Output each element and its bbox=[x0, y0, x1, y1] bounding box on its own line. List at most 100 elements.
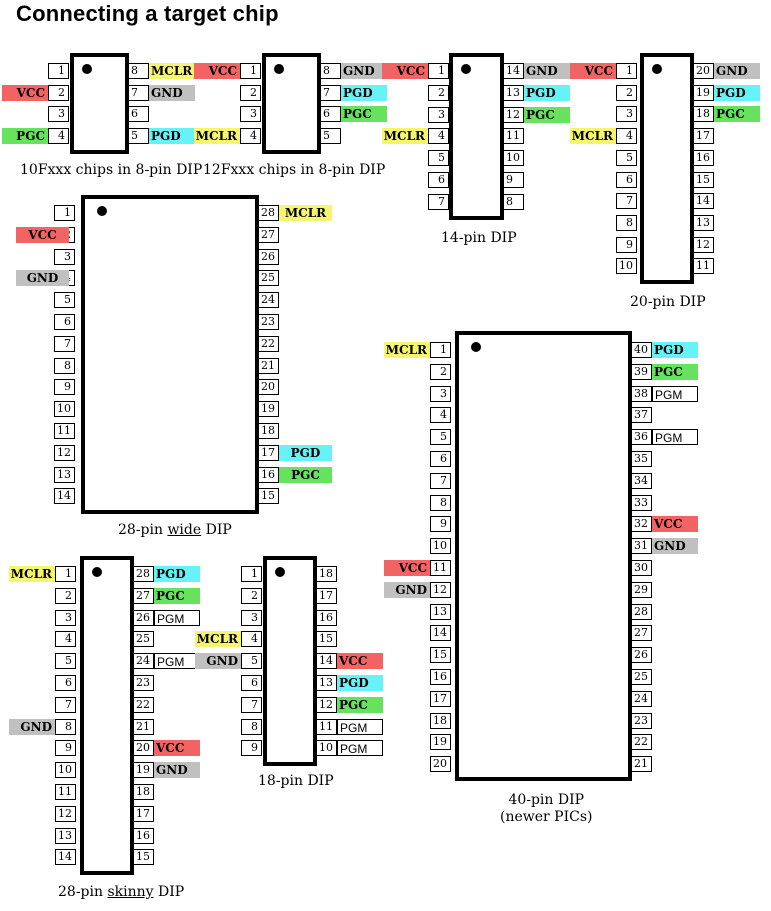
pin-14: 14 bbox=[430, 625, 451, 641]
signal-mclr-pin-1: MCLR bbox=[384, 342, 430, 358]
pin-7: 7 bbox=[54, 336, 75, 352]
pin-1: 1 bbox=[616, 63, 637, 79]
pin-8: 8 bbox=[503, 194, 524, 210]
pin-19: 19 bbox=[430, 734, 451, 750]
pin-5: 5 bbox=[128, 128, 149, 144]
signal-vcc-pin-2: VCC bbox=[16, 227, 69, 243]
pin-24: 24 bbox=[631, 691, 652, 707]
chip-body-p8b bbox=[262, 53, 321, 154]
chip-body-p18 bbox=[263, 556, 317, 766]
pin-23: 23 bbox=[258, 314, 279, 330]
pin-2: 2 bbox=[241, 588, 262, 604]
pin-14: 14 bbox=[693, 193, 714, 209]
pin-25: 25 bbox=[631, 669, 652, 685]
signal-pgc-pin-4: PGC bbox=[2, 128, 48, 144]
pin-9: 9 bbox=[616, 237, 637, 253]
pin-8: 8 bbox=[241, 719, 262, 735]
pin-6: 6 bbox=[428, 172, 449, 188]
pin-3: 3 bbox=[55, 610, 76, 626]
signal-pgc-pin-12: PGC bbox=[337, 697, 383, 713]
pin-23: 23 bbox=[133, 675, 154, 691]
pin-3: 3 bbox=[240, 106, 261, 122]
pin-6: 6 bbox=[430, 451, 451, 467]
pin-32: 32 bbox=[631, 516, 652, 532]
pin-6: 6 bbox=[320, 106, 341, 122]
signal-vcc-pin-14: VCC bbox=[337, 653, 383, 669]
pin-19: 19 bbox=[258, 401, 279, 417]
pin1-dot bbox=[82, 64, 92, 74]
pin-11: 11 bbox=[316, 719, 337, 735]
pin-27: 27 bbox=[631, 625, 652, 641]
pin1-dot bbox=[652, 64, 662, 74]
pin-22: 22 bbox=[631, 734, 652, 750]
signal-gnd-pin-12: GND bbox=[384, 582, 430, 598]
pin-15: 15 bbox=[133, 849, 154, 865]
pin-21: 21 bbox=[631, 756, 652, 772]
pin-13: 13 bbox=[55, 828, 76, 844]
pin-17: 17 bbox=[316, 588, 337, 604]
pin-5: 5 bbox=[430, 429, 451, 445]
pin-16: 16 bbox=[430, 669, 451, 685]
pin-19: 19 bbox=[693, 85, 714, 101]
pin-17: 17 bbox=[258, 445, 279, 461]
pin-4: 4 bbox=[428, 128, 449, 144]
pin-27: 27 bbox=[133, 588, 154, 604]
pin1-dot bbox=[97, 206, 107, 216]
pin-4: 4 bbox=[55, 631, 76, 647]
pin-18: 18 bbox=[133, 784, 154, 800]
pin-24: 24 bbox=[258, 292, 279, 308]
pin-29: 29 bbox=[631, 582, 652, 598]
pin-8: 8 bbox=[128, 63, 149, 79]
caption-p8b: 12Fxxx chips in 8-pin DIP bbox=[203, 162, 386, 178]
pin-10: 10 bbox=[54, 401, 75, 417]
pin-24: 24 bbox=[133, 653, 154, 669]
pin-21: 21 bbox=[258, 358, 279, 374]
pin-8: 8 bbox=[430, 495, 451, 511]
pin-10: 10 bbox=[55, 762, 76, 778]
pin-6: 6 bbox=[55, 675, 76, 691]
signal-pgd-pin-5: PGD bbox=[149, 128, 195, 144]
chip-body-p20 bbox=[640, 53, 694, 284]
pin-17: 17 bbox=[133, 806, 154, 822]
signal-gnd-pin-8: GND bbox=[9, 719, 55, 735]
pin-31: 31 bbox=[631, 538, 652, 554]
pin-13: 13 bbox=[503, 85, 524, 101]
pin-6: 6 bbox=[616, 172, 637, 188]
chip-body-p14 bbox=[449, 53, 504, 220]
pin1-dot bbox=[471, 342, 481, 352]
pin-5: 5 bbox=[616, 150, 637, 166]
pin-6: 6 bbox=[54, 314, 75, 330]
pin-1: 1 bbox=[54, 205, 75, 221]
pin-4: 4 bbox=[430, 407, 451, 423]
pin-18: 18 bbox=[316, 566, 337, 582]
pin-2: 2 bbox=[616, 85, 637, 101]
signal-pgc-pin-12: PGC bbox=[524, 107, 570, 123]
pin-12: 12 bbox=[503, 107, 524, 123]
pin-1: 1 bbox=[55, 566, 76, 582]
pin-15: 15 bbox=[316, 631, 337, 647]
caption-p28s: 28-pin skinny DIP bbox=[58, 884, 185, 900]
pin-14: 14 bbox=[503, 63, 524, 79]
chip-body-p28w bbox=[81, 195, 259, 514]
signal-mclr-pin-4: MCLR bbox=[195, 631, 241, 647]
pin-8: 8 bbox=[616, 215, 637, 231]
pin-20: 20 bbox=[133, 740, 154, 756]
pin-1: 1 bbox=[241, 566, 262, 582]
pin-11: 11 bbox=[503, 128, 524, 144]
pin-23: 23 bbox=[631, 713, 652, 729]
caption-p18: 18-pin DIP bbox=[258, 773, 334, 789]
pin-9: 9 bbox=[54, 379, 75, 395]
pin-7: 7 bbox=[55, 697, 76, 713]
pin-7: 7 bbox=[241, 697, 262, 713]
pin-7: 7 bbox=[320, 85, 341, 101]
pin1-dot bbox=[275, 567, 285, 577]
signal-pgc-pin-16: PGC bbox=[279, 467, 332, 483]
chip-body-p8a bbox=[70, 53, 129, 154]
pin-28: 28 bbox=[631, 604, 652, 620]
pin-18: 18 bbox=[258, 423, 279, 439]
pin-3: 3 bbox=[48, 106, 69, 122]
pin-15: 15 bbox=[430, 647, 451, 663]
pin-15: 15 bbox=[258, 488, 279, 504]
signal-vcc-pin-2: VCC bbox=[2, 85, 48, 101]
signal-pgd-pin-7: PGD bbox=[341, 85, 387, 101]
